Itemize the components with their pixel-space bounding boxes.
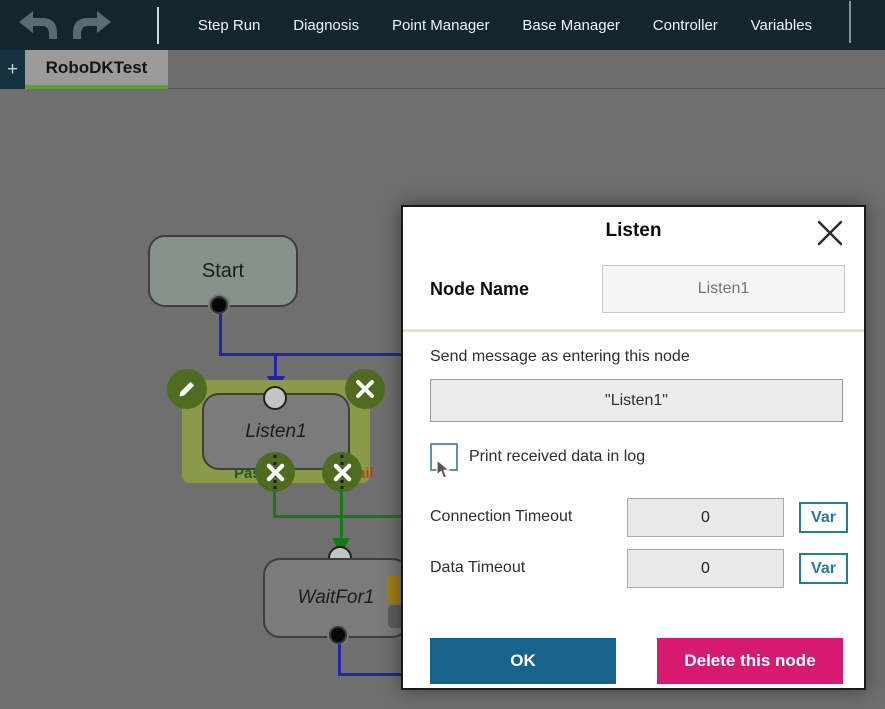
node-badge — [387, 576, 400, 603]
close-icon — [356, 380, 374, 398]
remove-node-button[interactable] — [345, 369, 385, 409]
send-message-label: Send message as entering this node — [430, 348, 690, 365]
menu-item-controller[interactable]: Controller — [652, 16, 718, 34]
menu-item-step-run[interactable]: Step Run — [197, 16, 261, 34]
dialog-title: Listen — [605, 220, 662, 241]
print-data-checkbox-label: Print received data in log — [469, 448, 646, 465]
send-message-input[interactable] — [430, 379, 843, 422]
undo-button[interactable] — [16, 9, 60, 41]
toolbar-divider — [157, 7, 159, 44]
add-tab-button[interactable]: + — [0, 50, 25, 89]
edge-green — [273, 490, 276, 518]
pencil-icon — [179, 381, 195, 397]
top-toolbar: Step Run Diagnosis Point Manager Base Ma… — [0, 0, 885, 50]
toolbar-menu: Step Run Diagnosis Point Manager Base Ma… — [165, 0, 845, 50]
dialog-divider — [403, 329, 864, 332]
node-start[interactable]: Start — [148, 235, 298, 307]
connection-timeout-var-button[interactable]: Var — [799, 502, 848, 533]
edge-blue — [219, 353, 401, 356]
connection-timeout-input[interactable] — [627, 498, 784, 537]
ok-button[interactable]: OK — [430, 638, 616, 684]
edge-green — [273, 515, 402, 518]
menu-item-variables[interactable]: Variables — [750, 16, 813, 34]
listen-input-connector[interactable] — [263, 386, 287, 410]
edit-node-button[interactable] — [167, 369, 207, 409]
fail-disconnect-button[interactable] — [322, 452, 362, 492]
start-output-connector[interactable] — [210, 296, 228, 314]
edge-blue — [219, 314, 222, 356]
dialog-close-button[interactable] — [812, 215, 848, 251]
menu-item-base-manager[interactable]: Base Manager — [522, 16, 620, 34]
edge-blue — [274, 353, 277, 378]
menu-item-point-manager[interactable]: Point Manager — [391, 16, 490, 34]
redo-icon — [73, 11, 111, 39]
connection-timeout-label: Connection Timeout — [430, 508, 573, 525]
mouse-cursor-icon — [436, 459, 451, 479]
edge-blue — [338, 644, 341, 676]
edge-green — [340, 490, 343, 540]
tab-robodktest[interactable]: RoboDKTest — [25, 50, 168, 89]
toolbar-divider — [849, 1, 851, 43]
data-timeout-input[interactable] — [627, 549, 784, 588]
delete-node-button[interactable]: Delete this node — [657, 638, 843, 684]
close-icon — [333, 463, 351, 481]
node-name-input[interactable] — [602, 265, 845, 313]
tab-bar: + RoboDKTest — [0, 50, 885, 89]
pass-disconnect-button[interactable] — [255, 452, 295, 492]
undo-icon — [19, 11, 57, 39]
data-timeout-var-button[interactable]: Var — [799, 553, 848, 584]
node-name-label: Node Name — [430, 279, 530, 299]
node-waitfor1[interactable]: WaitFor1 — [263, 558, 409, 638]
close-icon — [266, 463, 284, 481]
edge-blue — [338, 673, 402, 676]
menu-item-diagnosis[interactable]: Diagnosis — [293, 16, 360, 34]
redo-button[interactable] — [70, 9, 114, 41]
data-timeout-label: Data Timeout — [430, 559, 526, 576]
wait-output-connector[interactable] — [329, 626, 347, 644]
close-icon — [817, 220, 843, 246]
listen-dialog: Listen Node Name Send message as enterin… — [401, 205, 866, 690]
